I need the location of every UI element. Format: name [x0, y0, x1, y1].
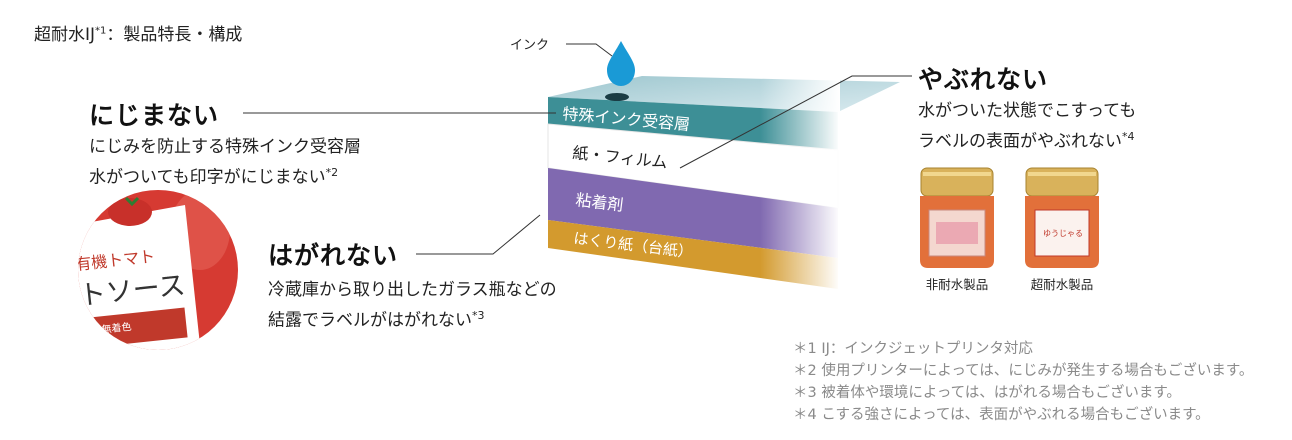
leader-no-tear [679, 75, 912, 169]
footnote-1: ＊1 IJ：インクジェットプリンタ対応 [793, 341, 1033, 357]
caption-non-waterproof: 非耐水製品 [925, 277, 989, 292]
footnote-3: ＊3 被着体や環境によっては、はがれる場合もございます。 [793, 385, 1181, 401]
leader-no-peel [416, 214, 541, 255]
sample-label-image: 有機トマト トソース ・無着色 [78, 190, 238, 350]
footnote-2: ＊2 使用プリンターによっては、にじみが発生する場合もございます。 [793, 363, 1254, 379]
ink-spot [605, 93, 629, 101]
heading-no-tear: やぶれない [918, 65, 1049, 94]
ink-label: インク [510, 38, 550, 53]
footnotes: ＊1 IJ：インクジェットプリンタ対応 ＊2 使用プリンターによっては、にじみが… [793, 338, 1253, 426]
desc-no-peel: 冷蔵庫から取り出したガラス瓶などの 結露でラベルがはがれない*3 [268, 280, 557, 331]
desc-no-tear: 水がついた状態でこすっても ラベルの表面がやぶれない*4 [918, 101, 1137, 152]
heading-no-peel: はがれない [268, 241, 399, 270]
ink-drop-icon [607, 41, 635, 86]
heading-no-blur: にじまない [89, 101, 220, 130]
fade-overlay [760, 70, 840, 295]
footnote-4: ＊4 こする強さによっては、表面がやぶれる場合もございます。 [793, 407, 1210, 423]
desc-no-blur: にじみを防止する特殊インク受容層 水がついても印字がにじまない*2 [89, 137, 361, 188]
ink-leader-line [566, 43, 613, 57]
svg-text:ゆうじゃる: ゆうじゃる [1043, 229, 1083, 238]
jar-non-waterproof [920, 167, 994, 268]
caption-waterproof: 超耐水製品 [1030, 277, 1094, 292]
jar-waterproof: ゆうじゃる [1025, 167, 1099, 268]
page-title: 超耐水IJ*1：製品特長・構成 [34, 25, 243, 45]
